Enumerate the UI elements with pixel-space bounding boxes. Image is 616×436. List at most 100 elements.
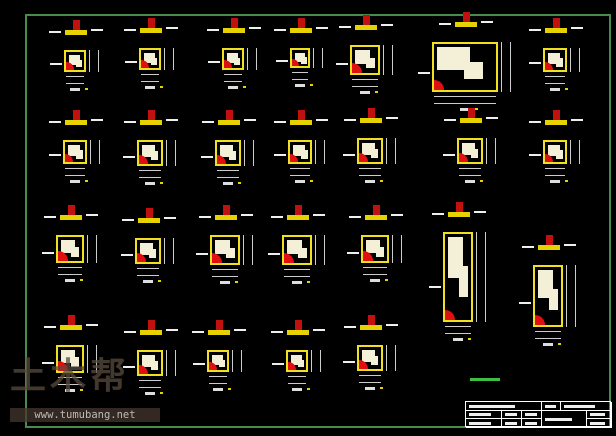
detail-outline-yellow: [290, 48, 310, 68]
detail-drawing: [274, 18, 340, 98]
detail-content: [297, 359, 305, 368]
title-block-cell: [587, 419, 612, 428]
leader-line: [166, 329, 178, 331]
dimension-vertical: [247, 48, 257, 70]
dimension-horizontal: [292, 72, 308, 80]
detail-outline-yellow: [457, 138, 483, 164]
detail-content: [291, 355, 302, 365]
title-block-text: [505, 421, 517, 425]
detail-mark: [160, 86, 163, 88]
detail-mark: [475, 108, 478, 110]
detail-label: [360, 91, 370, 94]
detail-content: [233, 57, 241, 66]
leader-line: [207, 29, 219, 31]
detail-mark: [85, 180, 88, 182]
leader-line: [391, 214, 403, 216]
detail-mark: [310, 84, 313, 86]
detail-outline-yellow: [286, 350, 308, 372]
detail-drawing: [192, 320, 259, 402]
detail-mark: [238, 182, 241, 184]
leader-line: [196, 253, 208, 255]
leader-line: [274, 121, 286, 123]
dimension-horizontal: [535, 331, 561, 339]
dimension-vertical: [476, 232, 486, 322]
detail-label: [295, 180, 305, 183]
leader-line: [443, 153, 455, 156]
dimension-vertical: [566, 265, 576, 327]
section-hatch-red: [224, 60, 232, 68]
detail-mark: [565, 88, 568, 90]
dimension-horizontal: [212, 269, 238, 277]
section-hatch-red: [352, 63, 362, 73]
dimension-vertical: [87, 345, 97, 373]
title-block-text: [564, 404, 595, 408]
detail-mark: [160, 392, 163, 394]
leader-line: [202, 121, 214, 123]
detail-content: [555, 150, 563, 159]
detail-mark: [310, 180, 313, 182]
section-hatch-red: [292, 59, 299, 66]
detail-outline-yellow: [210, 235, 240, 265]
dimension-vertical: [166, 350, 176, 376]
leader-line: [49, 121, 61, 123]
detail-drawing: [429, 202, 503, 352]
dimension-vertical: [570, 140, 580, 164]
leader-line: [418, 72, 430, 74]
detail-drawing: [49, 110, 117, 194]
column-section-red: [546, 235, 553, 247]
title-block-text: [545, 404, 557, 408]
leader-line: [486, 117, 498, 119]
dimension-horizontal: [65, 168, 85, 176]
leader-line: [268, 253, 280, 255]
leader-line: [244, 119, 256, 121]
title-block-cell: [466, 419, 502, 428]
detail-drawing: [519, 235, 593, 357]
detail-outline-yellow: [63, 140, 87, 164]
detail-content: [212, 355, 223, 365]
leader-line: [193, 363, 205, 366]
detail-label: [70, 180, 80, 183]
detail-outline-yellow: [533, 265, 563, 327]
detail-content: [225, 247, 235, 258]
detail-drawing: [418, 12, 528, 122]
title-block-cell: [466, 411, 502, 419]
detail-content: [362, 350, 375, 362]
leader-line: [481, 21, 493, 23]
section-hatch-red: [284, 253, 294, 263]
column-section-red: [298, 18, 305, 30]
detail-outline-yellow: [350, 45, 380, 75]
dimension-horizontal: [284, 269, 310, 277]
detail-drawing: [268, 205, 342, 295]
dimension-vertical: [90, 140, 100, 164]
dimension-horizontal: [58, 377, 82, 385]
detail-drawing: [271, 320, 338, 402]
foundation-base-yellow: [140, 330, 162, 335]
leader-line: [343, 153, 355, 156]
dimension-vertical: [87, 235, 97, 263]
detail-content: [142, 355, 155, 367]
dimension-vertical: [386, 345, 396, 371]
detail-content: [142, 145, 155, 157]
column-section-red: [226, 110, 233, 122]
detail-mark: [85, 88, 88, 90]
detail-mark: [375, 91, 378, 93]
leader-line: [125, 61, 137, 64]
detail-content: [462, 143, 475, 155]
column-section-red: [295, 205, 302, 217]
column-section-red: [148, 18, 155, 30]
leader-line: [123, 365, 135, 368]
dimension-vertical: [383, 45, 393, 75]
leader-line: [349, 216, 361, 218]
leader-line: [234, 329, 246, 331]
section-hatch-red: [58, 361, 68, 371]
leader-line: [522, 246, 534, 248]
dimension-vertical: [392, 235, 402, 263]
leader-line: [123, 155, 135, 158]
detail-content: [555, 58, 563, 67]
column-section-red: [363, 15, 370, 27]
detail-content: [437, 47, 470, 70]
detail-label: [453, 338, 463, 341]
detail-outline-yellow: [207, 350, 229, 372]
dimension-horizontal: [359, 168, 381, 176]
foundation-base-yellow: [60, 215, 82, 220]
